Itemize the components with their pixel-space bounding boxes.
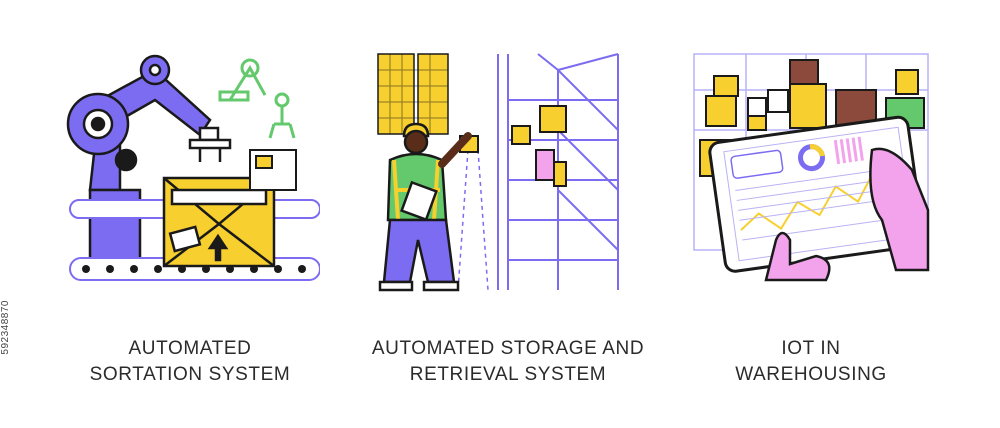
panel-storage: AUTOMATED STORAGE AND RETRIEVAL SYSTEM [358, 0, 658, 428]
storage-worker-illustration [377, 53, 619, 292]
caption-storage: AUTOMATED STORAGE AND RETRIEVAL SYSTEM [358, 336, 658, 388]
stock-image-id: 592348870 [0, 300, 11, 355]
caption-line: RETRIEVAL SYSTEM [409, 364, 607, 385]
caption-line: AUTOMATED [128, 338, 252, 359]
caption-line: WAREHOUSING [735, 364, 887, 385]
caption-line: IOT IN [781, 338, 841, 359]
panel-iot: IOT IN WAREHOUSING [686, 0, 936, 428]
caption-iot: IOT IN WAREHOUSING [686, 336, 936, 388]
caption-line: AUTOMATED STORAGE AND [371, 338, 645, 359]
panel-sortation: AUTOMATED SORTATION SYSTEM [60, 0, 320, 428]
caption-line: SORTATION SYSTEM [89, 364, 291, 385]
tablet-warehouse-illustration [693, 53, 930, 282]
robot-arm-illustration [66, 54, 320, 281]
caption-sortation: AUTOMATED SORTATION SYSTEM [60, 336, 320, 388]
